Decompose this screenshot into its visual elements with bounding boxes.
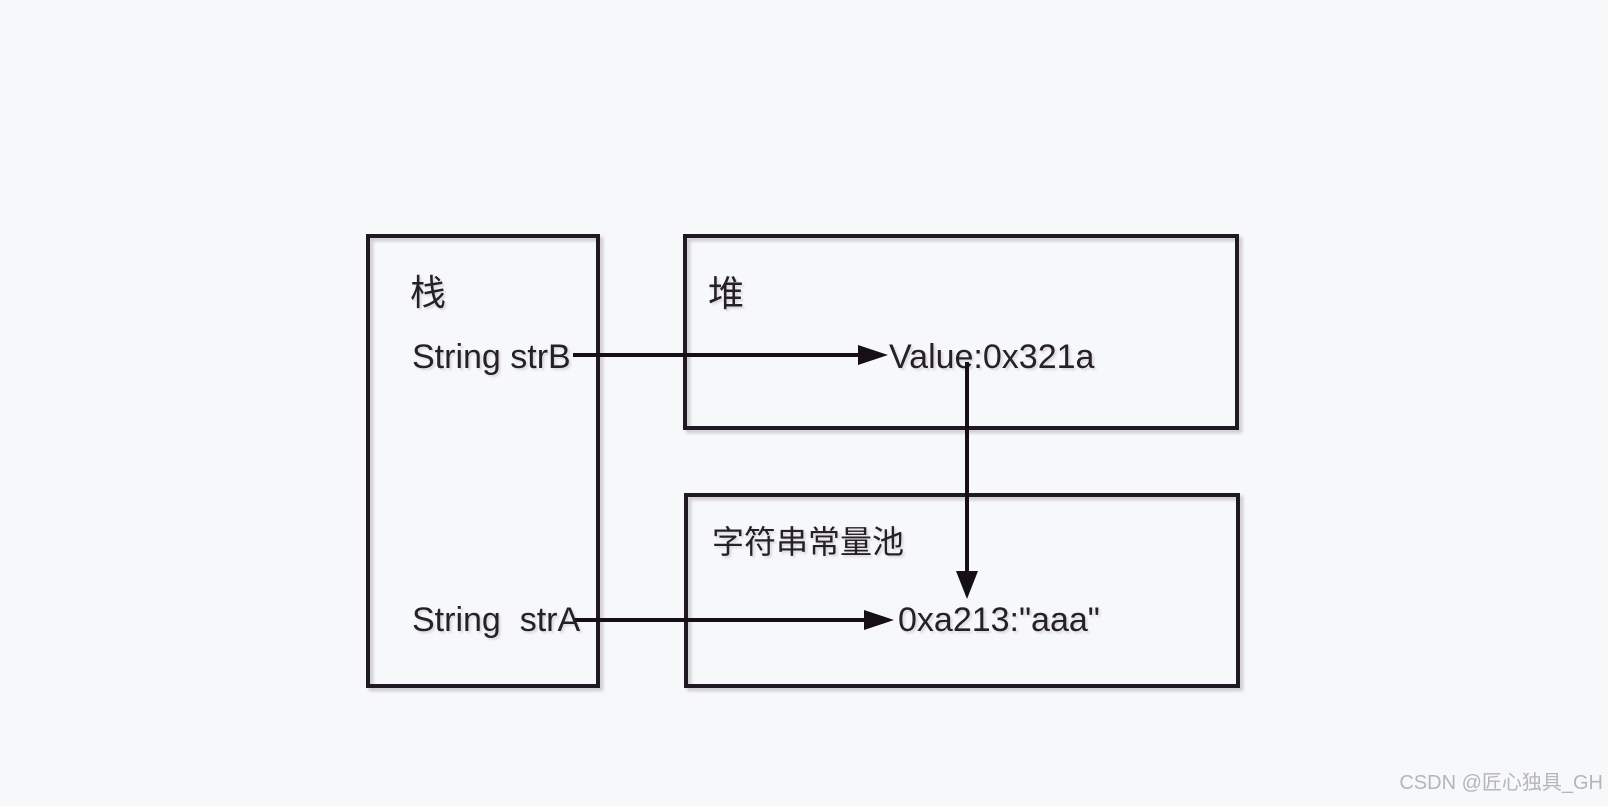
stack-box-outline <box>366 234 600 688</box>
stack-title: 栈 <box>410 272 446 313</box>
heap-title: 堆 <box>708 273 744 314</box>
arrow-value-head-icon <box>956 571 978 599</box>
string-pool-title: 字符串常量池 <box>712 524 904 560</box>
csdn-watermark: CSDN @匠心独具_GH <box>1399 771 1603 794</box>
arrow-strb-to-heap-value <box>573 345 888 365</box>
heap-box: 堆 Value:0x321a <box>683 234 1239 430</box>
stack-variable-strb: String strB <box>412 338 571 376</box>
heap-box-outline <box>683 234 1239 430</box>
heap-object-value: Value:0x321a <box>889 338 1095 376</box>
arrow-strb-head-icon <box>858 345 888 365</box>
string-pool-literal: 0xa213:"aaa" <box>898 601 1100 639</box>
arrow-stra-to-pool-literal <box>575 610 894 630</box>
string-pool-box-outline <box>684 493 1240 688</box>
string-pool-box: 字符串常量池 0xa213:"aaa" <box>684 493 1240 688</box>
stack-variable-stra: String strA <box>412 601 580 639</box>
arrow-stra-head-icon <box>864 610 894 630</box>
stack-box: 栈 String strB String strA <box>366 234 600 688</box>
arrow-heap-value-to-pool-literal <box>956 362 978 599</box>
